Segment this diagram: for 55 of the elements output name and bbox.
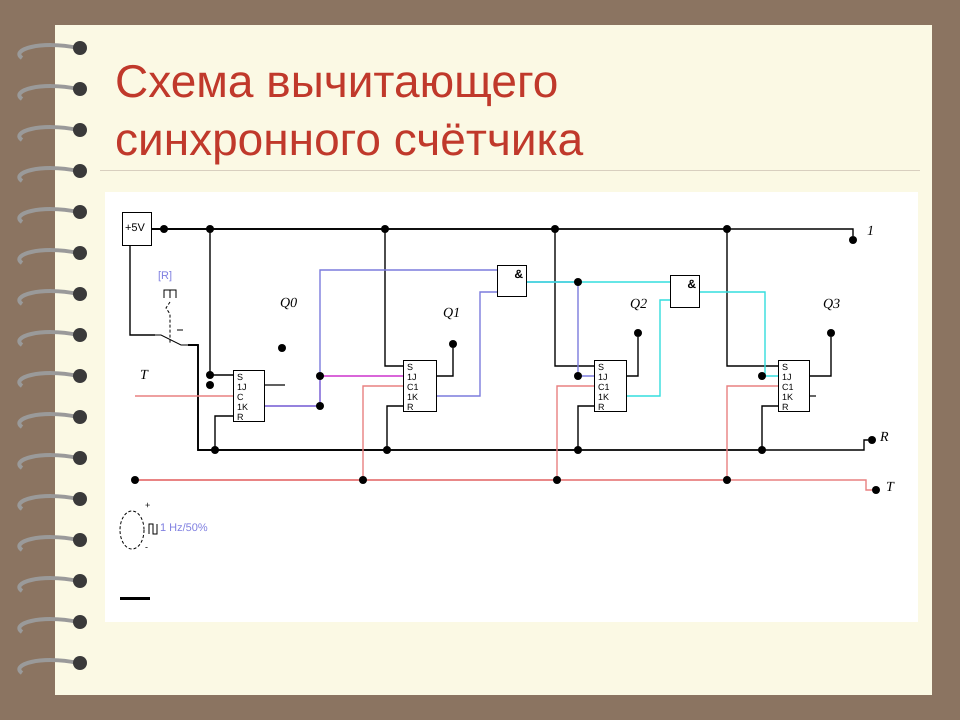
wire <box>810 337 832 377</box>
pin-label: C1 <box>598 382 610 392</box>
terminal-label: Q2 <box>630 297 648 313</box>
wire <box>437 348 454 377</box>
pin-label: R <box>782 402 788 412</box>
pin-label: R <box>237 412 244 422</box>
switch-label: [R] <box>158 270 172 282</box>
polarity-sign: - <box>145 542 148 552</box>
pin-label: C1 <box>407 382 419 392</box>
pin-label: 1K <box>237 402 248 412</box>
voltage-label: +5V <box>125 222 145 234</box>
flip-flop <box>778 360 810 412</box>
flip-flop <box>403 360 437 412</box>
pin-label: S <box>237 372 244 382</box>
pin-label: 1K <box>782 392 794 402</box>
and-gate <box>670 275 700 308</box>
wire <box>527 281 670 283</box>
pin-label: C1 <box>782 382 794 392</box>
wire <box>700 291 778 377</box>
terminal-label: Q0 <box>280 296 298 312</box>
pin-label: 1J <box>237 382 247 392</box>
polarity-sign: + <box>145 500 150 510</box>
pin-label: 1J <box>782 372 792 382</box>
pin-label: S <box>782 362 788 372</box>
terminal-label: T <box>886 480 894 496</box>
frequency-label: 1 Hz/50% <box>160 522 208 534</box>
terminal-label: Q3 <box>823 297 840 313</box>
wire <box>135 395 233 397</box>
flip-flop <box>594 360 627 412</box>
wire <box>150 228 854 236</box>
wire <box>437 291 497 397</box>
terminal-label: 1 <box>867 224 874 240</box>
terminal-label: Q1 <box>443 306 460 322</box>
pin-label: 1J <box>598 372 608 382</box>
wire <box>139 479 872 491</box>
wire <box>627 299 670 397</box>
and-gate <box>497 265 527 297</box>
gate-symbol-label: & <box>687 277 696 291</box>
slide-title: Схема вычитающего синхронного счётчика <box>115 54 584 167</box>
gate-symbol-label: & <box>514 267 523 281</box>
signal-label: T <box>140 368 148 384</box>
pin-label: C <box>237 392 244 402</box>
pin-label: 1J <box>407 372 417 382</box>
wire <box>129 246 155 336</box>
pin-label: 1K <box>407 392 418 402</box>
pin-label: 1K <box>598 392 610 402</box>
power-source-box <box>122 212 152 246</box>
flip-flop <box>233 370 265 422</box>
pin-label: R <box>407 402 414 412</box>
pin-label: R <box>598 402 604 412</box>
pin-label: S <box>598 362 604 372</box>
pin-label: S <box>407 362 414 372</box>
wire <box>627 337 639 377</box>
wire <box>265 269 497 407</box>
terminal-label: R <box>880 430 889 446</box>
